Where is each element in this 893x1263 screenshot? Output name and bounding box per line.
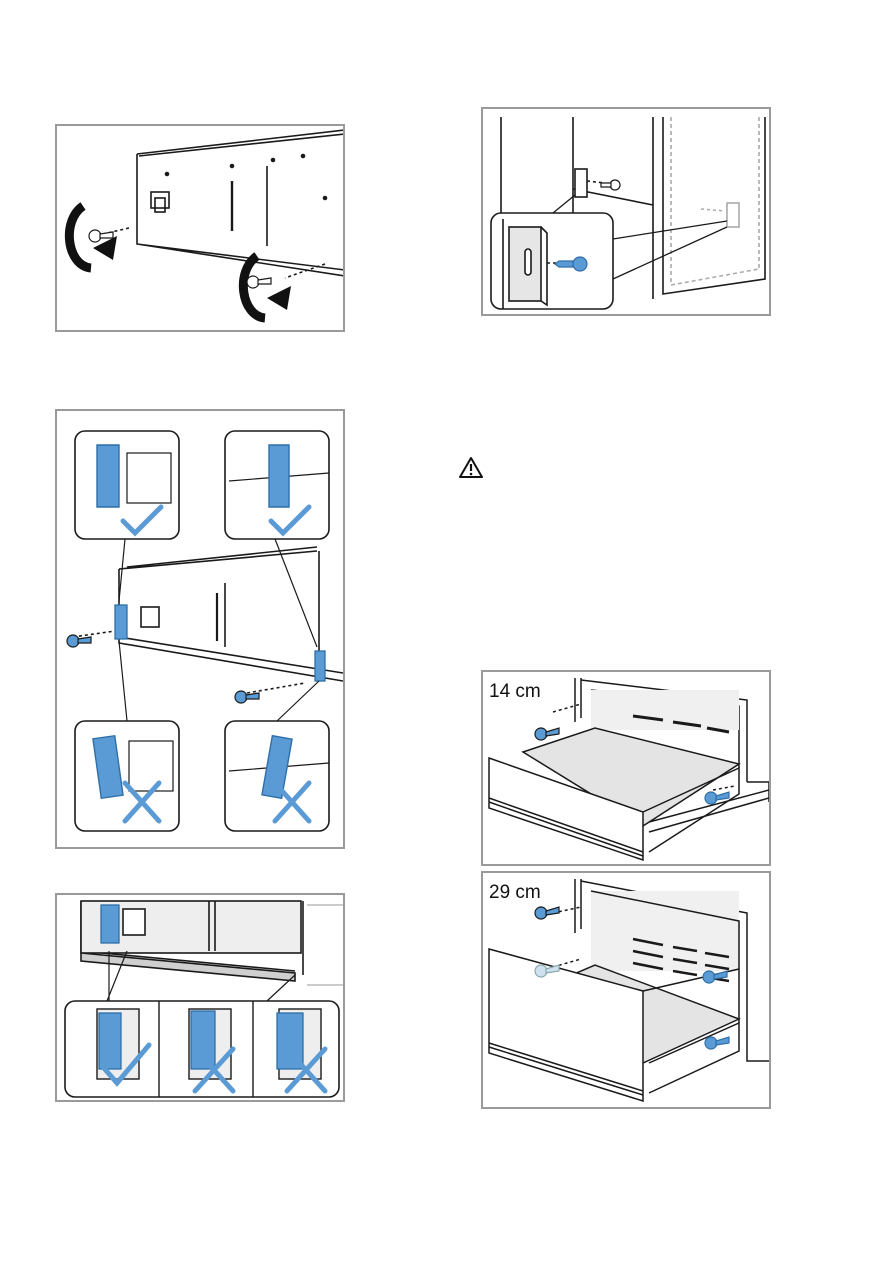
- cabinet-bracket-drawing: [483, 109, 771, 316]
- fig-cabinet-bracket: [481, 107, 771, 316]
- drawer-height-label: 29 cm: [489, 883, 541, 902]
- fig-drawer-29cm: 29 cm: [481, 871, 771, 1109]
- remove-screws-drawing: [57, 126, 345, 332]
- warning-triangle-icon: [459, 456, 483, 478]
- rotate-arrow-icon: [267, 286, 291, 310]
- fig-remove-screws: [55, 124, 345, 332]
- bracket-position-drawing: [57, 411, 345, 849]
- fig-drawer-14cm: 14 cm: [481, 670, 771, 866]
- drawer-height-label: 14 cm: [489, 682, 541, 701]
- fig-bracket-position: [55, 409, 345, 849]
- bracket-flush-drawing: [57, 895, 345, 1102]
- drawer-29cm-drawing: [483, 873, 771, 1109]
- fig-bracket-flush: [55, 893, 345, 1102]
